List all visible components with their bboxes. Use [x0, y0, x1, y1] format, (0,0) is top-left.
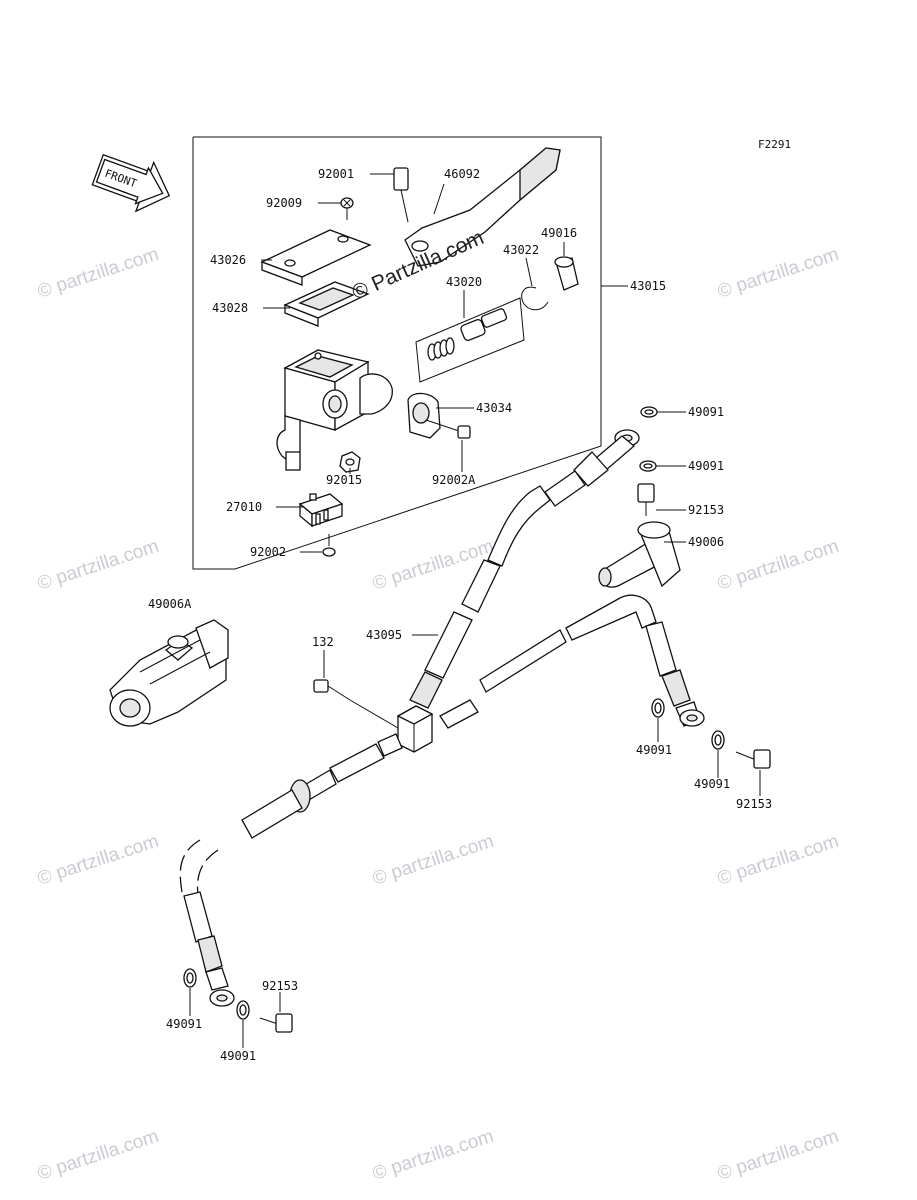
watermark-text: © partzilla.com — [370, 831, 496, 890]
handlebar-clamp — [407, 392, 441, 439]
callout-92153-lower-left: 92153 — [262, 979, 298, 993]
dust-boot — [554, 256, 579, 291]
callout-49091-lower-right-b: 49091 — [694, 777, 730, 791]
callout-49006: 49006 — [688, 535, 724, 549]
front-arrow-icon: FRONT — [91, 153, 171, 213]
rubber-cap — [598, 521, 681, 588]
callout-43095: 43095 — [366, 628, 402, 642]
watermark-text: © partzilla.com — [715, 536, 841, 595]
brake-switch — [298, 493, 344, 528]
cap-hole — [337, 235, 349, 243]
washer — [639, 460, 657, 472]
lower-brake-hose — [179, 733, 403, 1007]
callout-49091-upper-b: 49091 — [688, 459, 724, 473]
joint-bolt — [313, 679, 399, 729]
callout-43034: 43034 — [476, 401, 512, 415]
nut — [339, 451, 361, 473]
callout-92009: 92009 — [266, 196, 302, 210]
washer — [711, 730, 725, 750]
callout-92153-upper: 92153 — [688, 503, 724, 517]
switch-screw — [322, 534, 336, 557]
callout-92015: 92015 — [326, 473, 362, 487]
snap-ring — [521, 286, 549, 311]
callout-49091-lower-right-a: 49091 — [636, 743, 672, 757]
caliper-assembly — [109, 619, 229, 727]
callout-49006A: 49006A — [148, 597, 192, 611]
washer — [640, 406, 658, 418]
watermark-text: © partzilla.com — [715, 831, 841, 890]
reservoir-screw — [340, 197, 354, 220]
callout-labels: 92001 46092 92009 43026 43022 49016 4302… — [148, 167, 772, 1063]
watermark-text: © partzilla.com — [715, 1126, 841, 1185]
callout-92001: 92001 — [318, 167, 354, 181]
callout-43022: 43022 — [503, 243, 539, 257]
callout-132: 132 — [312, 635, 334, 649]
assembly-frame — [192, 136, 602, 570]
brake-lever — [404, 147, 561, 267]
banjo-bolt — [259, 1013, 293, 1033]
reservoir-cap-side — [261, 261, 303, 286]
piston-kit-frame — [415, 297, 525, 383]
piston-kit — [427, 308, 508, 361]
callout-43026: 43026 — [210, 253, 246, 267]
watermark-text: © partzilla.com — [715, 244, 841, 303]
diaphragm-inner — [298, 287, 355, 311]
watermark-text: © partzilla.com — [35, 244, 161, 303]
figure-code: F2291 — [758, 138, 791, 151]
callout-43015: 43015 — [630, 279, 666, 293]
washer — [651, 698, 665, 718]
leader-lines — [189, 173, 761, 1048]
callout-43020: 43020 — [446, 275, 482, 289]
main-brake-hose — [439, 594, 705, 729]
callout-49091-lower-left-b: 49091 — [220, 1049, 256, 1063]
master-cylinder-body — [276, 349, 393, 471]
washer — [236, 1000, 250, 1020]
diaphragm-side — [284, 304, 319, 327]
washer — [183, 968, 197, 988]
watermark-text: © partzilla.com — [35, 1126, 161, 1185]
callout-27010: 27010 — [226, 500, 262, 514]
callout-49091-lower-left-a: 49091 — [166, 1017, 202, 1031]
watermark-text: © partzilla.com — [35, 536, 161, 595]
watermark-text: © partzilla.com — [35, 831, 161, 890]
clamp-bolt — [425, 419, 471, 439]
upper-hose-banjo — [595, 429, 640, 471]
banjo-bolt — [735, 749, 771, 769]
callout-46092: 46092 — [444, 167, 480, 181]
banjo-bolt — [637, 483, 655, 516]
pivot-bolt — [393, 167, 409, 223]
callout-92153-lower-right: 92153 — [736, 797, 772, 811]
callout-49016: 49016 — [541, 226, 577, 240]
callout-92002A: 92002A — [432, 473, 476, 487]
hose-joint — [396, 705, 434, 753]
callout-43028: 43028 — [212, 301, 248, 315]
callout-49091-upper-a: 49091 — [688, 405, 724, 419]
upper-brake-hose — [409, 451, 609, 709]
callout-92002: 92002 — [250, 545, 286, 559]
cap-hole — [284, 259, 296, 267]
watermark-text: © partzilla.com — [370, 1126, 496, 1185]
